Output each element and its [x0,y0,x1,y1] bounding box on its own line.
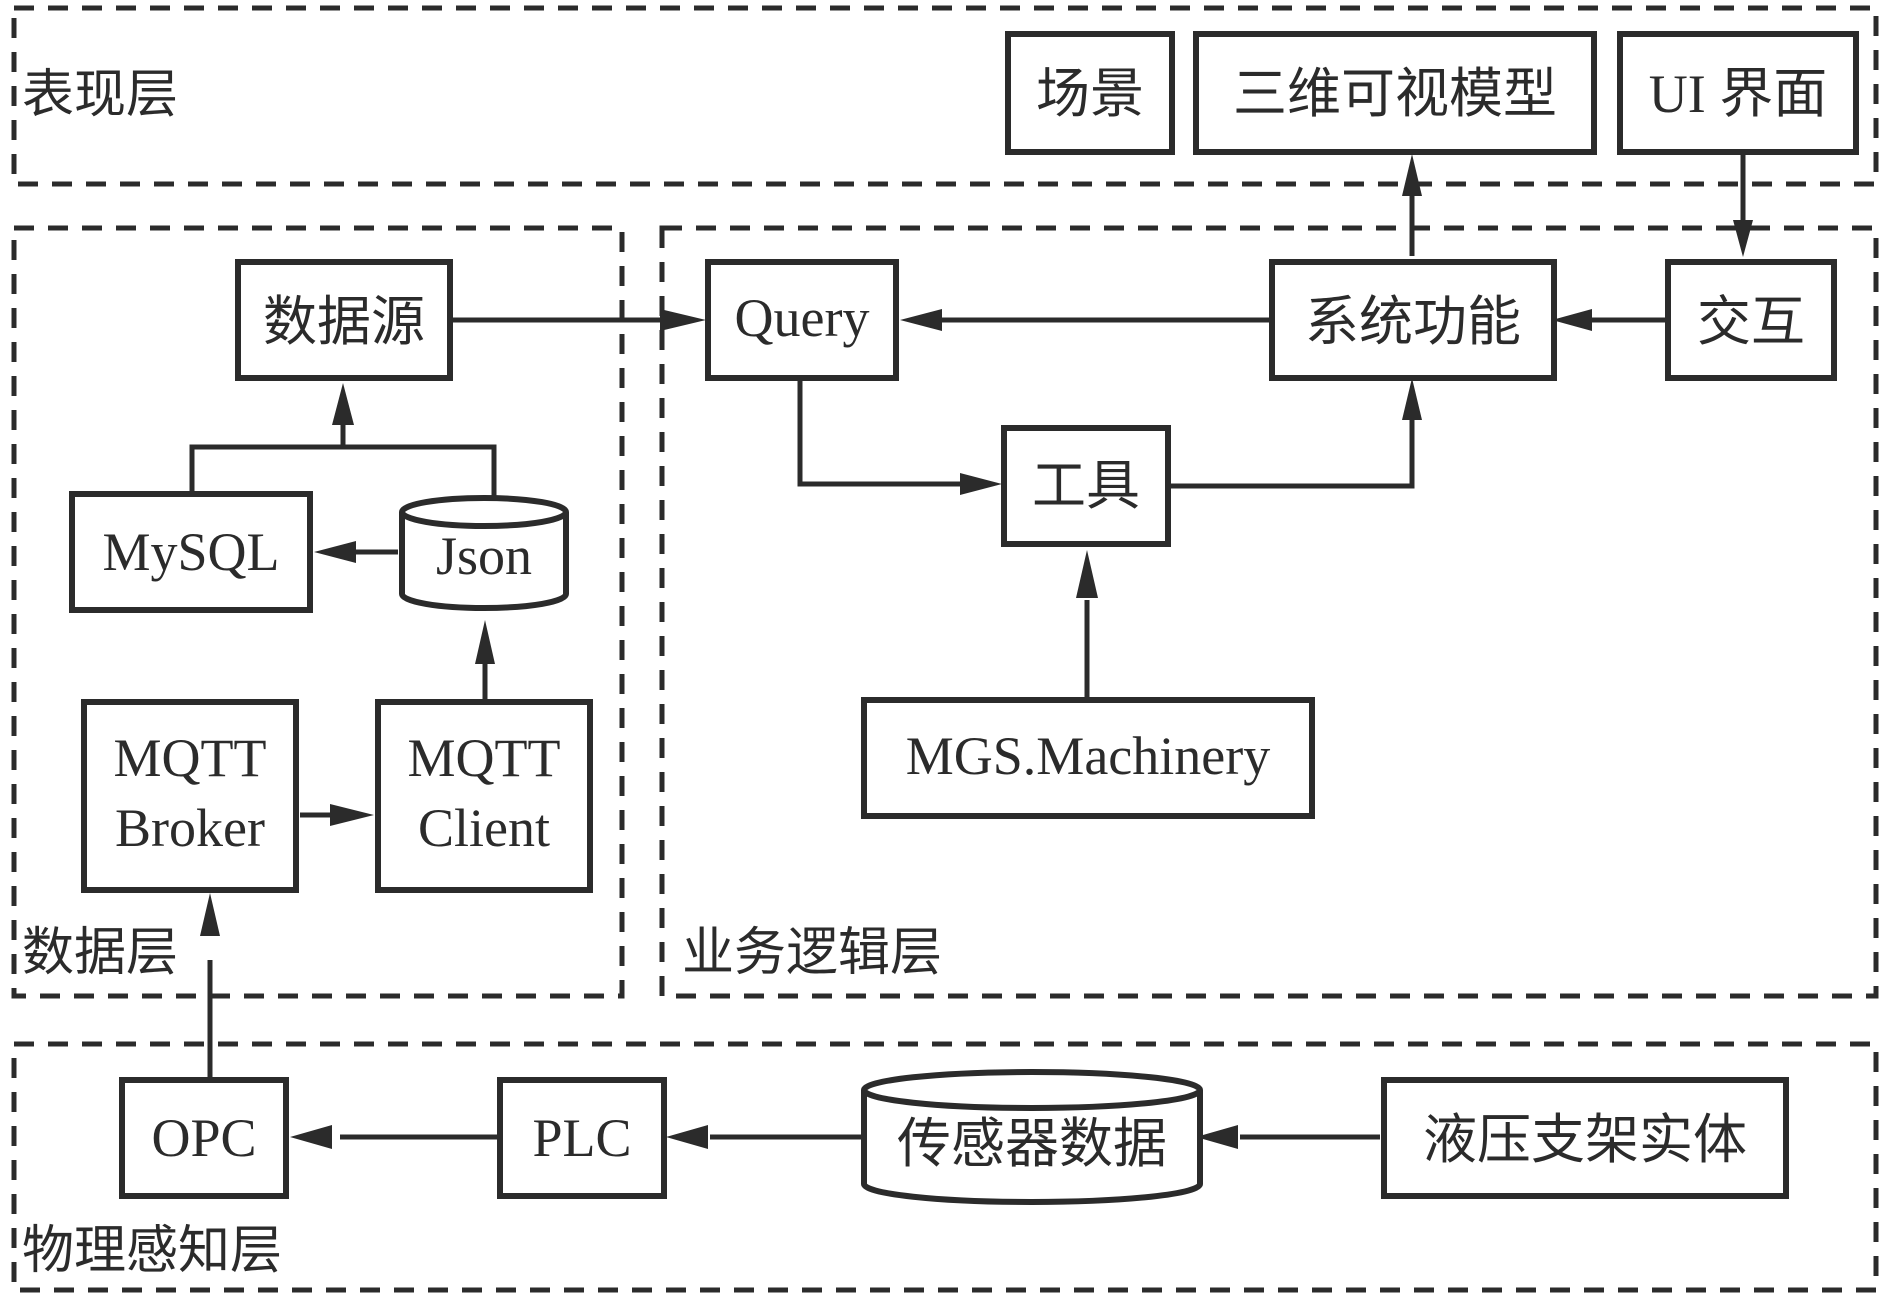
node-scene[interactable] [1005,31,1175,155]
arrow-up-icon [200,893,220,936]
node-mqtt-client[interactable] [375,699,593,893]
arrow-left-icon [314,541,356,563]
node-tools-label: 工具 [1032,456,1140,516]
node-plc[interactable] [497,1077,667,1199]
data-layer-frame [11,225,625,999]
node-3d-model-label: 三维可视模型 [1233,64,1557,124]
arrow-up-icon [332,383,354,425]
arrow-left-icon [290,1125,332,1149]
arrowheads [200,154,1753,1149]
node-mgs-machinery[interactable] [861,697,1315,819]
edge-query-tools [797,380,960,487]
node-mqtt-client-line2: Client [418,798,550,858]
arrow-up-icon [1076,550,1098,598]
node-datasource-label: 数据源 [263,292,425,352]
node-mqtt-broker-line2: Broker [115,798,265,858]
arrow-left-icon [1196,1125,1238,1149]
node-sensor-data[interactable]: 传感器数据 [861,1069,1203,1205]
node-mgs-machinery-label: MGS.Machinery [906,726,1270,786]
node-hydraulic-support[interactable] [1381,1077,1789,1199]
arrow-up-icon [475,620,495,664]
node-tools[interactable] [1001,425,1171,547]
node-interaction[interactable] [1665,259,1837,381]
arrow-left-icon [1552,309,1592,331]
edge-tools-sysfunc [1166,420,1415,489]
arrow-down-icon [1733,220,1753,257]
node-system-function-label: 系统功能 [1305,292,1521,352]
node-scene-label: 场景 [1036,64,1144,124]
node-mysql[interactable] [69,491,313,613]
node-hydraulic-support-label: 液压支架实体 [1423,1110,1747,1170]
presentation-layer-label: 表现层 [22,67,178,124]
node-mqtt-client-line1: MQTT [408,728,561,788]
node-json-label: Json [436,526,532,586]
arrow-up-icon [1402,378,1422,420]
node-datasource[interactable] [235,259,453,381]
business-layer-label: 业务逻辑层 [682,925,942,982]
node-json[interactable]: Json [399,495,569,611]
node-plc-label: PLC [532,1108,631,1168]
connectors [189,154,1746,1140]
node-system-function[interactable] [1269,259,1557,381]
arrow-right-icon [960,473,1002,495]
data-layer-label: 数据层 [22,925,178,982]
arrow-right-icon [660,309,706,331]
arrow-right-icon [330,804,374,826]
node-query-label: Query [735,288,870,348]
node-mqtt-broker-line1: MQTT [114,728,267,788]
node-mysql-label: MySQL [102,522,279,582]
node-ui[interactable] [1617,31,1859,155]
arrow-up-icon [1402,154,1422,196]
node-sensor-data-label: 传感器数据 [897,1114,1167,1174]
arrow-left-icon [900,309,942,331]
node-opc-label: OPC [151,1108,256,1168]
business-layer-frame [659,225,1879,999]
node-3d-model[interactable] [1193,31,1597,155]
arrow-left-icon [666,1125,708,1149]
node-ui-label: UI 界面 [1649,64,1827,124]
presentation-layer-frame [11,5,1879,187]
node-mqtt-broker[interactable] [81,699,299,893]
physical-layer-label: 物理感知层 [22,1223,282,1280]
physical-layer-frame [11,1041,1879,1293]
node-interaction-label: 交互 [1697,292,1805,352]
node-opc[interactable] [119,1077,289,1199]
node-query[interactable] [705,259,899,381]
